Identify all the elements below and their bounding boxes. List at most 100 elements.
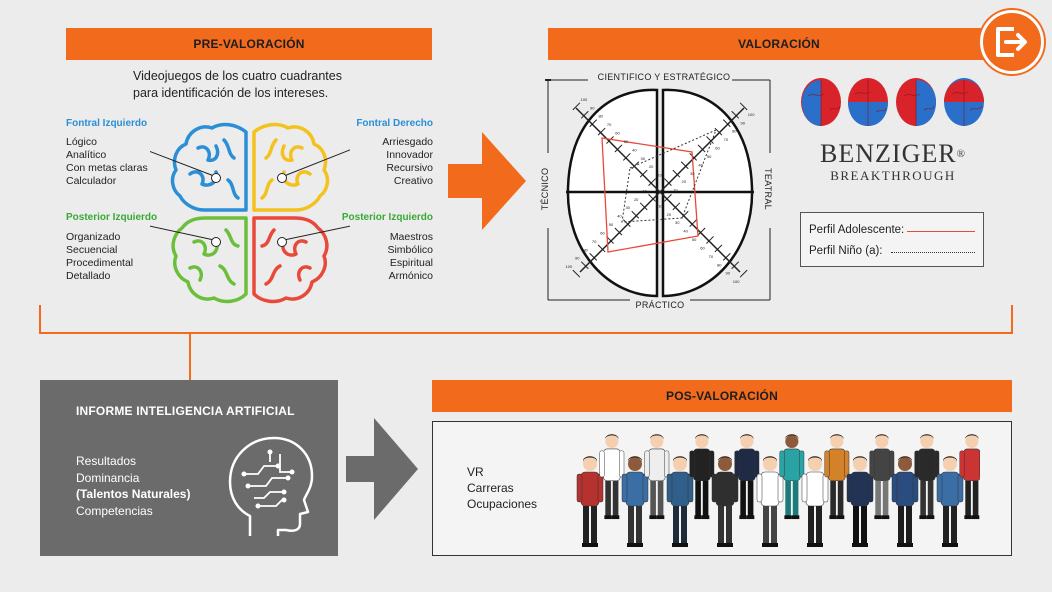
occupation-figure <box>644 434 670 520</box>
scale-tick <box>731 110 740 119</box>
quadrant-top-right: Fontral Derecho Arriesgado Innovador Rec… <box>320 118 433 188</box>
scale-tick <box>706 136 714 144</box>
occupation-figure <box>711 456 739 547</box>
ai-head-icon <box>228 436 314 536</box>
scale-tick-label: 100 <box>733 279 740 284</box>
legend-child-label: Perfil Niño (a): <box>809 244 883 257</box>
ai-line-dominance: Dominancia <box>76 470 140 485</box>
scale-tick-label: 20 <box>634 197 639 202</box>
pos-valoracion-title: POS-VALORACIÓN <box>666 389 778 403</box>
quadrant-item: Procedimental <box>66 257 134 269</box>
benziger-mark: ® <box>956 148 966 160</box>
scale-tick-label: 60 <box>700 245 705 250</box>
exit-button[interactable] <box>980 10 1044 74</box>
occupation-figure <box>959 434 980 520</box>
people-icon <box>576 434 980 547</box>
scale-tick <box>722 119 731 128</box>
legend-teen-line <box>907 231 975 232</box>
scale-tick-label: 10 <box>642 188 647 193</box>
scale-tick-label: 40 <box>698 162 703 167</box>
scale-tick-label: 50 <box>692 237 697 242</box>
occupation-figure <box>756 456 784 547</box>
scale-tick-label: 20 <box>682 179 687 184</box>
pos-valoracion-banner: POS-VALORACIÓN <box>432 380 1012 412</box>
quadrant-item: Detallado <box>66 270 111 282</box>
scale-tick-label: 40 <box>683 229 688 234</box>
scale-tick-label: 70 <box>592 239 597 244</box>
scale-tick-label: 40 <box>632 147 637 152</box>
benziger-name: BENZIGER <box>820 139 957 168</box>
scale-tick <box>664 178 672 186</box>
scale-tick-label: 10 <box>657 173 662 178</box>
pre-caption-line1: Videojuegos de los cuatro cuadrantes <box>133 69 342 83</box>
scale-tick-label: 70 <box>724 137 729 142</box>
occupation-figure <box>914 434 940 520</box>
scale-tick-label: 50 <box>609 222 614 227</box>
scale-tick-label: 80 <box>583 247 588 252</box>
scale-tick <box>572 269 581 278</box>
scale-tick <box>672 169 681 178</box>
scale-tick <box>697 144 706 153</box>
scale-tick-label: 60 <box>715 146 720 151</box>
scale-tick-label: 40 <box>617 214 622 219</box>
quadrant-item: Recursivo <box>386 162 433 174</box>
post-line-vr: VR <box>467 465 484 479</box>
occupation-figure <box>801 456 829 547</box>
scale-tick <box>614 144 623 153</box>
valoracion-banner: VALORACIÓN <box>548 28 1010 60</box>
ai-line-talents: (Talentos Naturales) <box>76 487 191 501</box>
quadrant-item: Simbólico <box>387 244 433 256</box>
scale-tick-label: 80 <box>717 262 722 267</box>
occupation-figure <box>734 434 760 520</box>
quadrant-item: Maestros <box>389 231 433 243</box>
quadrant-title: Fontral Izquierdo <box>66 118 148 129</box>
scale-tick-label: 90 <box>575 256 580 261</box>
benziger-logo: BENZIGER® BREAKTHROUGH <box>800 140 986 184</box>
scale-tick-label: 50 <box>707 154 712 159</box>
occupation-figure <box>869 434 895 520</box>
quadrant-item: Lógico <box>66 136 97 148</box>
quadrant-item: Innovador <box>386 149 433 161</box>
scale-tick <box>672 202 681 211</box>
legend-child-line <box>890 252 975 253</box>
scale-tick <box>697 227 706 236</box>
scale-tick <box>639 169 648 178</box>
occupation-figure <box>666 456 694 547</box>
scale-tick <box>639 202 648 211</box>
scale-tick <box>680 161 689 170</box>
quadrant-item: Analítico <box>66 149 107 161</box>
quadrant-bottom-left: Posterior Izquierdo Organizado Secuencia… <box>66 212 157 283</box>
occupation-figure <box>936 456 964 547</box>
quadrant-title: Posterior Izquierdo <box>66 212 158 223</box>
scale-tick-label: 100 <box>566 264 573 269</box>
quadrant-bottom-right: Posterior Izquierdo Maestros Simbólico E… <box>320 212 433 283</box>
occupation-figure <box>689 434 715 520</box>
scale-tick-label: 90 <box>740 120 745 125</box>
scale-tick-label: 10 <box>673 188 678 193</box>
quadrant-item: Armónico <box>388 270 433 282</box>
scale-tick <box>580 110 589 119</box>
post-line-occupations: Ocupaciones <box>467 497 538 511</box>
scale-tick-label: 80 <box>732 129 737 134</box>
scale-tick <box>664 194 672 202</box>
scale-tick <box>714 127 723 136</box>
scale-tick <box>722 252 731 261</box>
scale-tick-label: 20 <box>649 164 654 169</box>
benziger-chart: 1020304050607080901001020304050607080901… <box>545 79 771 301</box>
scale-tick <box>614 227 623 236</box>
pre-valoracion-banner: PRE-VALORACIÓN <box>66 28 432 60</box>
scale-tick <box>739 269 748 278</box>
quadrant-item: Organizado <box>66 231 121 243</box>
legend-box: Perfil Adolescente: Perfil Niño (a): <box>800 212 984 267</box>
scale-tick-label: 90 <box>725 271 730 276</box>
quadrant-item: Creativo <box>393 175 433 187</box>
scale-tick <box>606 136 614 144</box>
post-line-careers: Carreras <box>467 481 514 495</box>
ai-report-panel: INFORME INTELIGENCIA ARTIFICIAL Resultad… <box>40 380 338 556</box>
scale-tick <box>739 102 748 111</box>
benziger-brains-row <box>801 78 984 126</box>
scale-tick-label: 60 <box>600 230 605 235</box>
scale-tick <box>589 252 598 261</box>
occupation-figure <box>576 456 604 547</box>
